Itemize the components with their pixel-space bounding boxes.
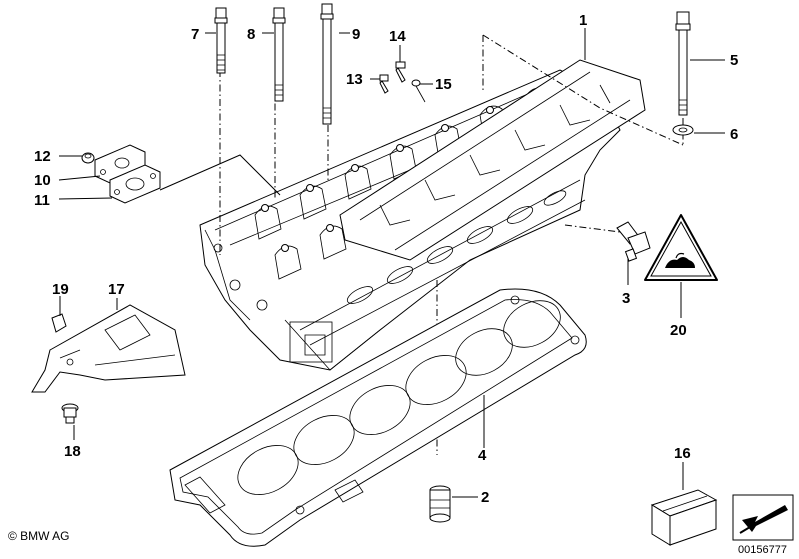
part-15-washer (411, 79, 426, 103)
label-11: 11 (34, 192, 50, 209)
part-20-hot-surface-warning-icon (644, 214, 718, 281)
label-2: 2 (481, 489, 489, 506)
part-6-washer (672, 124, 694, 136)
label-12: 12 (34, 148, 51, 165)
part-18-bolt (61, 403, 79, 424)
label-10: 10 (34, 172, 51, 189)
part-16-kit-box (650, 489, 718, 546)
label-6: 6 (730, 126, 738, 143)
label-7: 7 (191, 26, 199, 43)
part-1-valve-cover-strip (339, 59, 646, 261)
label-3: 3 (622, 290, 630, 307)
part-5-long-bolt (675, 11, 691, 116)
label-13: 13 (346, 71, 363, 88)
label-17: 17 (108, 281, 125, 298)
part-13-screw (379, 74, 389, 94)
copyright-text: © BMW AG (8, 529, 70, 543)
intake-ports (346, 190, 567, 304)
part-12-nut (81, 152, 95, 164)
label-15: 15 (435, 76, 452, 93)
document-id: 00156777 (738, 544, 787, 556)
part-2-dowel-sleeve (429, 485, 451, 523)
part-19-clip (51, 313, 67, 333)
leader-lines (58, 28, 725, 498)
part-8-head-bolt (272, 7, 286, 102)
label-20: 20 (670, 322, 687, 339)
label-9: 9 (352, 26, 360, 43)
label-14: 14 (389, 28, 406, 45)
part-4-cylinder-head-gasket (169, 288, 587, 547)
label-5: 5 (730, 52, 738, 69)
part-11-gasket (109, 164, 161, 204)
label-1: 1 (579, 12, 587, 29)
label-16: 16 (674, 445, 691, 462)
label-18: 18 (64, 443, 81, 460)
gasket-bores (237, 300, 561, 495)
label-4: 4 (478, 447, 487, 464)
part-9-head-bolt (320, 3, 334, 125)
part-7-head-bolt (214, 7, 228, 74)
part-17-bracket (31, 304, 186, 393)
label-8: 8 (247, 26, 255, 43)
arrow-next-icon[interactable] (732, 494, 794, 541)
part-14-screw (395, 61, 406, 83)
part-labels: 7 8 9 1 14 13 15 5 6 12 10 11 3 20 19 17… (34, 12, 738, 506)
label-19: 19 (52, 281, 69, 298)
part-3-temperature-sensor (616, 221, 651, 262)
